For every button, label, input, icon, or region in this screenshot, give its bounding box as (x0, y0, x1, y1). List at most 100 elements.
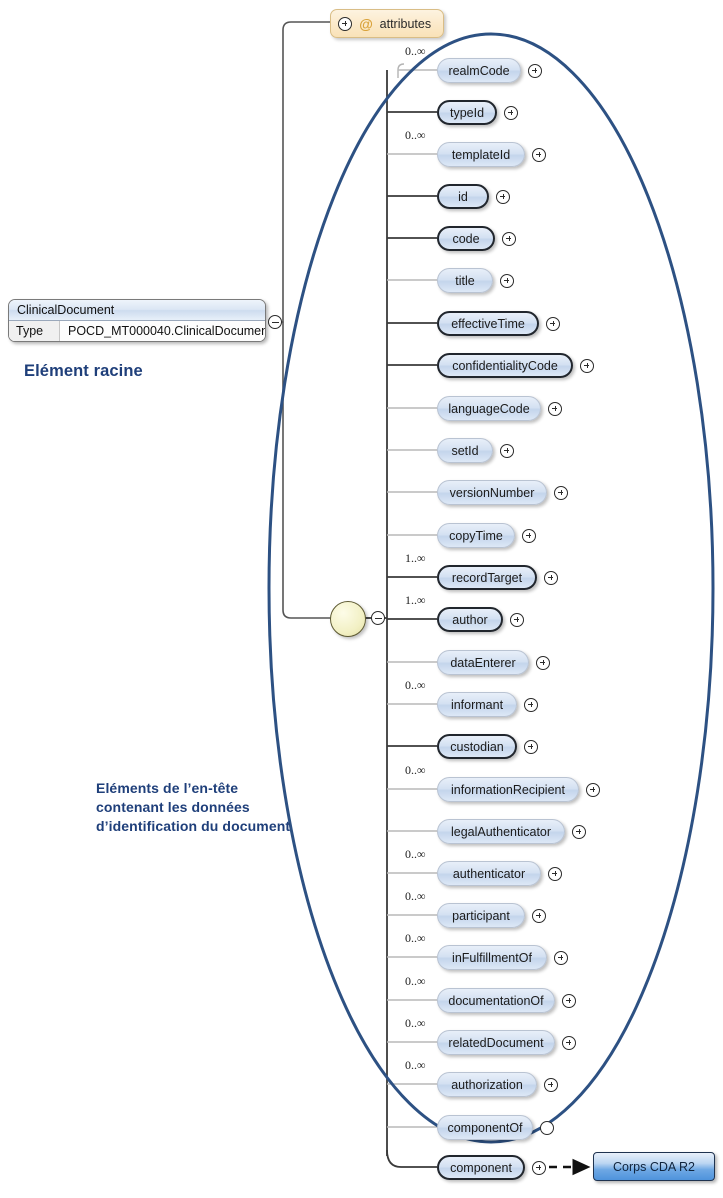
element-node-label: setId (451, 443, 479, 458)
element-expand-icon-informant[interactable] (524, 697, 538, 712)
element-node-label: copyTime (449, 528, 503, 543)
element-node-authorization[interactable]: authorization (437, 1072, 537, 1097)
root-collapse-icon[interactable] (268, 315, 282, 329)
element-node-custodian[interactable]: custodian (437, 734, 517, 759)
element-node-authenticator[interactable]: authenticator (437, 861, 541, 886)
element-node-label: typeId (449, 105, 485, 120)
element-node-label: languageCode (448, 401, 530, 416)
element-expand-icon-component[interactable] (532, 1160, 546, 1175)
element-node-label: custodian (450, 739, 504, 754)
element-expand-icon-inFulfillmentOf[interactable] (554, 950, 568, 965)
element-node-typeId[interactable]: typeId (437, 100, 497, 125)
element-node-label: relatedDocument (448, 1035, 544, 1050)
element-expand-icon-typeId[interactable] (504, 105, 518, 120)
element-circle-icon-componentOf[interactable] (540, 1120, 554, 1135)
element-expand-icon-relatedDocument[interactable] (562, 1035, 576, 1050)
element-node-inFulfillmentOf[interactable]: inFulfillmentOf (437, 945, 547, 970)
element-node-label: title (455, 273, 475, 288)
element-node-label: effectiveTime (451, 316, 525, 331)
element-expand-icon-informationRecipient[interactable] (586, 782, 600, 797)
root-element-type-label: Type (9, 321, 60, 341)
element-node-dataEnterer[interactable]: dataEnterer (437, 650, 529, 675)
element-node-label: component (450, 1160, 512, 1175)
at-symbol-icon: @ (359, 15, 373, 32)
element-node-informationRecipient[interactable]: informationRecipient (437, 777, 579, 802)
cardinality-label-inFulfillmentOf: 0..∞ (405, 931, 426, 945)
element-node-id[interactable]: id (437, 184, 489, 209)
element-node-componentOf[interactable]: componentOf (437, 1115, 533, 1140)
element-expand-icon-authorization[interactable] (544, 1077, 558, 1092)
attributes-expand-icon[interactable] (338, 16, 352, 31)
element-expand-icon-dataEnterer[interactable] (536, 655, 550, 670)
element-node-versionNumber[interactable]: versionNumber (437, 480, 547, 505)
element-node-label: componentOf (447, 1120, 523, 1135)
element-node-component[interactable]: component (437, 1155, 525, 1180)
cardinality-label-authorization: 0..∞ (405, 1058, 426, 1072)
element-expand-icon-templateId[interactable] (532, 147, 546, 162)
element-node-participant[interactable]: participant (437, 903, 525, 928)
element-node-author[interactable]: author (437, 607, 503, 632)
cardinality-label-participant: 0..∞ (405, 889, 426, 903)
cardinality-label-authenticator: 0..∞ (405, 847, 426, 861)
element-expand-icon-title[interactable] (500, 273, 514, 288)
cardinality-label-author: 1..∞ (405, 593, 426, 607)
element-node-label: dataEnterer (450, 655, 516, 670)
element-node-relatedDocument[interactable]: relatedDocument (437, 1030, 555, 1055)
cardinality-label-templateId: 0..∞ (405, 128, 426, 142)
element-node-label: author (452, 612, 488, 627)
element-node-label: recordTarget (451, 570, 523, 585)
element-expand-icon-author[interactable] (510, 612, 524, 627)
element-node-label: confidentialityCode (452, 358, 558, 373)
sequence-compositor[interactable] (330, 601, 366, 637)
target-box-corps-cda[interactable]: Corps CDA R2 (593, 1152, 715, 1181)
cardinality-label-documentationOf: 0..∞ (405, 974, 426, 988)
element-node-label: versionNumber (449, 485, 535, 500)
element-node-effectiveTime[interactable]: effectiveTime (437, 311, 539, 336)
element-expand-icon-custodian[interactable] (524, 739, 538, 754)
element-expand-icon-effectiveTime[interactable] (546, 316, 560, 331)
caption-root-element: Elément racine (24, 362, 143, 380)
element-node-label: code (452, 231, 480, 246)
element-expand-icon-code[interactable] (502, 231, 516, 246)
element-node-label: informant (450, 697, 504, 712)
element-expand-icon-recordTarget[interactable] (544, 570, 558, 585)
element-node-recordTarget[interactable]: recordTarget (437, 565, 537, 590)
element-node-confidentialityCode[interactable]: confidentialityCode (437, 353, 573, 378)
element-node-legalAuthenticator[interactable]: legalAuthenticator (437, 819, 565, 844)
attributes-node-label: attributes (379, 16, 432, 31)
element-expand-icon-participant[interactable] (532, 908, 546, 923)
element-node-title[interactable]: title (437, 268, 493, 293)
root-element-box[interactable]: ClinicalDocument Type POCD_MT000040.Clin… (8, 299, 266, 342)
target-box-label: Corps CDA R2 (613, 1159, 695, 1174)
element-expand-icon-setId[interactable] (500, 443, 514, 458)
attributes-node[interactable]: @ attributes (330, 9, 445, 38)
element-expand-icon-documentationOf[interactable] (562, 993, 576, 1008)
element-expand-icon-id[interactable] (496, 189, 510, 204)
element-node-copyTime[interactable]: copyTime (437, 523, 515, 548)
element-node-label: inFulfillmentOf (452, 950, 532, 965)
element-node-label: authenticator (452, 866, 526, 881)
element-node-label: participant (452, 908, 510, 923)
element-node-label: realmCode (448, 63, 510, 78)
root-element-name: ClinicalDocument (9, 300, 265, 321)
element-expand-icon-realmCode[interactable] (528, 63, 542, 78)
element-expand-icon-authenticator[interactable] (548, 866, 562, 881)
element-node-label: documentationOf (448, 993, 544, 1008)
element-node-informant[interactable]: informant (437, 692, 517, 717)
element-node-languageCode[interactable]: languageCode (437, 396, 541, 421)
element-node-realmCode[interactable]: realmCode (437, 58, 521, 83)
element-node-setId[interactable]: setId (437, 438, 493, 463)
root-element-type-row: Type POCD_MT000040.ClinicalDocument (9, 321, 265, 341)
element-node-templateId[interactable]: templateId (437, 142, 525, 167)
element-expand-icon-versionNumber[interactable] (554, 485, 568, 500)
element-expand-icon-languageCode[interactable] (548, 401, 562, 416)
sequence-collapse-icon[interactable] (371, 611, 385, 625)
element-node-code[interactable]: code (437, 226, 495, 251)
element-expand-icon-confidentialityCode[interactable] (580, 358, 594, 373)
element-node-documentationOf[interactable]: documentationOf (437, 988, 555, 1013)
cardinality-label-relatedDocument: 0..∞ (405, 1016, 426, 1030)
element-expand-icon-legalAuthenticator[interactable] (572, 824, 586, 839)
element-expand-icon-copyTime[interactable] (522, 528, 536, 543)
element-node-label: templateId (451, 147, 511, 162)
